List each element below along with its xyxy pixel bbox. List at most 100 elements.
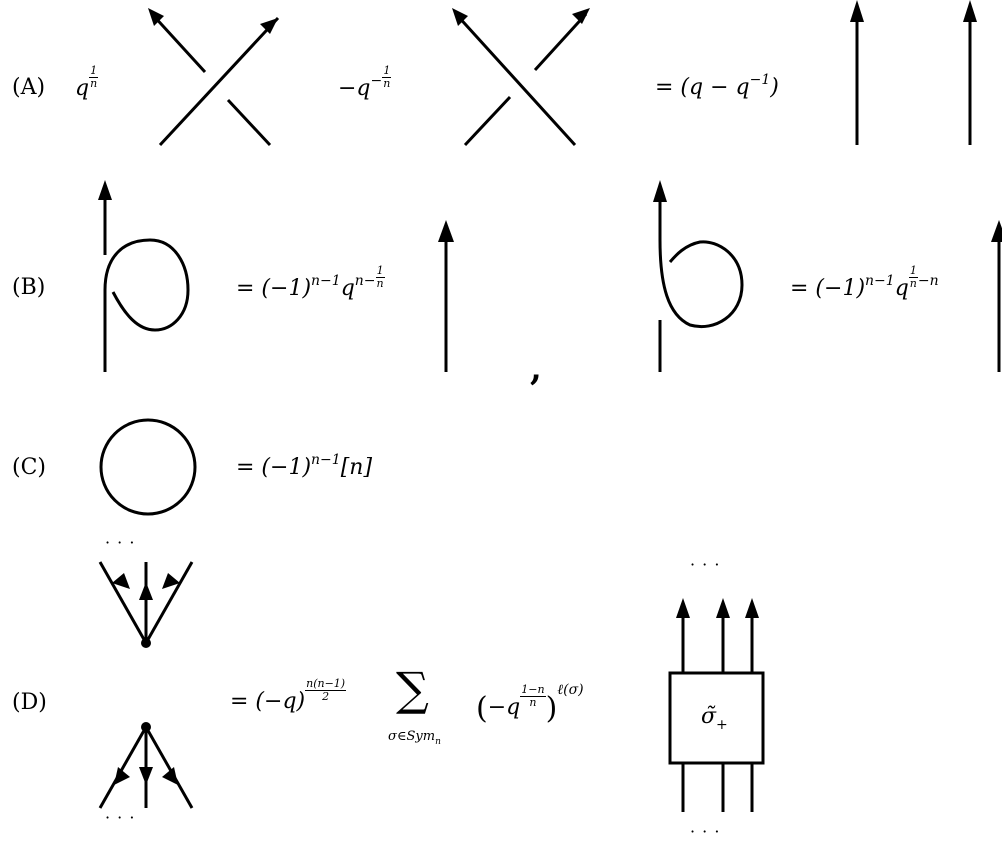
row-d-dots-bottom-right: · · · [690,822,721,841]
exp-num: 1−n [520,682,546,697]
rhs-prefix: = (−1) [790,276,866,302]
edge-right [144,561,194,644]
row-d-dots-bottom-left: · · · [105,808,136,827]
over-strand [158,16,280,147]
exp-den: n [529,695,537,709]
row-b-label: (B) [12,275,46,300]
under-strand-lower [226,98,272,147]
row-a-positive-crossing [148,8,280,147]
rhs-prefix: = (−q) [230,689,306,715]
arrowhead-icon [745,598,759,618]
arrowhead-icon [139,582,153,600]
arrowhead-icon [112,573,130,589]
row-c-unknot-circle [99,418,197,516]
row-d-sum: ∑ [396,666,429,712]
arrowhead-icon [438,220,454,242]
row-b-left-kink [98,180,190,372]
vertex-dot [141,722,151,732]
exp-num: 1 [375,264,385,278]
rhs-prefix: = (−1) [236,455,312,480]
arrowhead-icon [98,180,112,200]
rhs-qexp-pre: n− [354,273,376,290]
edge-left [98,726,148,809]
exp-den: n [90,76,98,90]
over-strand [454,12,577,147]
paren-close: ) [545,691,558,726]
under-strand-upper [533,12,588,72]
sum-symbol: ∑ [396,662,429,716]
row-d-dots-top-right: · · · [690,555,721,574]
row-d-sum-under: σ∈Symn [388,729,441,747]
row-b-strand-1 [438,220,454,372]
row-b-separator: , [530,349,542,389]
rhs-exp: n−1 [311,273,341,290]
arrowhead-icon [139,767,153,785]
rhs-exp: −1 [749,72,771,88]
arrowhead-icon [716,598,730,618]
row-a-parallel-strands [850,0,977,145]
edge-left [98,561,148,644]
arrowhead-icon [572,8,590,24]
under-strand-upper [150,12,207,74]
row-d-box-diagram [668,598,765,812]
arrowhead-icon [148,8,164,26]
row-b-strand-2 [991,220,1002,372]
row-c-label: (C) [12,455,46,480]
sum-under-sub: n [435,737,441,747]
box-label: σ̃ [701,704,717,729]
rhs-exp: n−1 [311,452,341,468]
arrowhead-icon [676,598,690,618]
exp-den: n [383,76,391,90]
row-d-box-label: σ̃+ [701,704,728,733]
exp-sign: − [370,73,383,90]
outer-exp: ℓ(σ) [557,682,584,698]
rhs-main: = (q − q [655,75,750,100]
exp-den: n [376,276,384,290]
vertex-dot [141,638,151,648]
exp-num: 1 [89,64,99,78]
arrowhead-icon [653,180,667,202]
kink-loop [103,238,190,332]
arrowhead-icon [260,18,278,34]
paren-open: ( [476,691,488,726]
exp-num: 1 [382,64,392,78]
rhs-qexp-post: −n [917,273,939,290]
row-d-dots-top-left: · · · [105,533,136,552]
arrowhead-icon [850,0,864,22]
sum-under: σ∈Sym [388,729,436,744]
sigma-box [668,671,765,765]
exp-den: 2 [322,689,330,703]
arrowhead-icon [452,8,468,26]
under-strand-lower [463,95,512,147]
row-a-label: (A) [12,75,46,100]
row-d-rhs-prefix: = (−q)n(n−1)2 [230,678,347,715]
exp-num: 1 [908,264,918,278]
rhs-close: ) [770,75,779,100]
row-d-top-vertex [98,561,194,648]
term-base: −q [487,695,521,720]
arrowhead-icon [963,0,977,22]
rhs-prefix: = (−1) [236,276,312,302]
edge-right [144,726,194,809]
rhs-bracket: [n] [340,455,373,480]
coef-base: −q [338,76,371,102]
row-b-right-kink [653,180,744,372]
rhs-exp: n−1 [865,273,895,290]
rhs-q: q [894,276,909,302]
exp-num: n(n−1) [305,677,347,691]
arrowhead-icon [991,220,1002,242]
box-label-sub: + [716,717,728,733]
coef-base: q [75,76,90,102]
kink-loop [658,239,744,328]
row-c-rhs: = (−1)n−1[n] [236,453,373,480]
rhs-q: q [340,276,355,302]
arrowhead-icon [162,573,180,589]
row-a-negative-crossing [452,8,590,147]
arrowhead-icon [162,767,178,785]
arrowhead-icon [114,767,130,785]
